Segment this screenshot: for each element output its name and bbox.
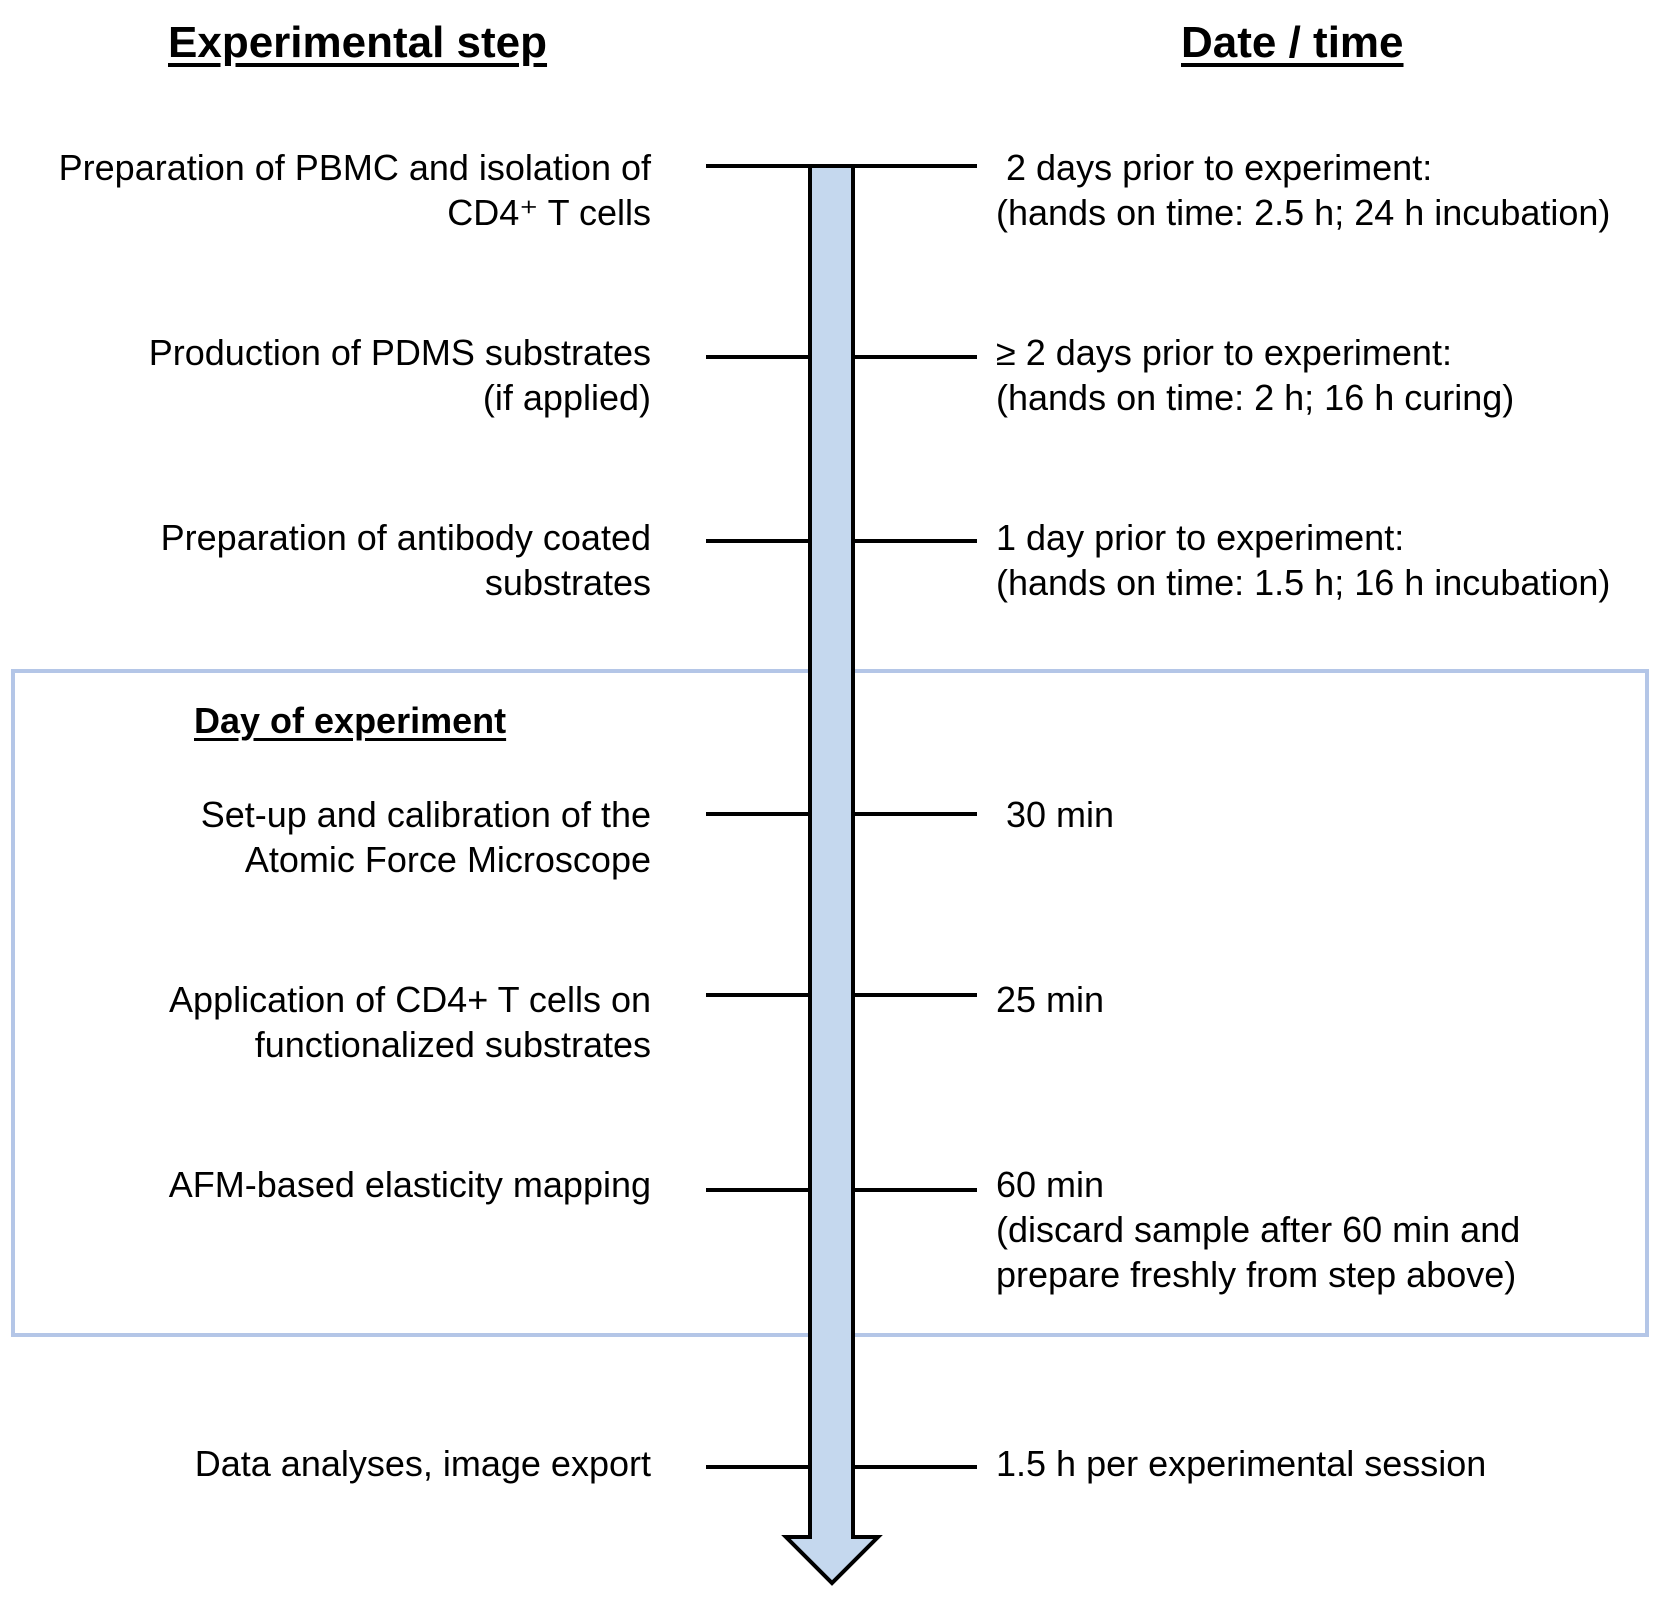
step-label-afm-setup: Set-up and calibration of the Atomic For… [201,792,651,882]
time-line: (hands on time: 1.5 h; 16 h incubation) [996,562,1611,603]
step-line: Atomic Force Microscope [244,839,651,880]
step-label-pbmc: Preparation of PBMC and isolation of CD4… [59,145,651,235]
step-line: AFM-based elasticity mapping [168,1164,651,1205]
step-line: Preparation of antibody coated [160,517,651,558]
time-line: prepare freshly from step above) [996,1254,1517,1295]
step-line: CD4⁺ T cells [447,192,651,233]
step-label-cell-application: Application of CD4+ T cells on functiona… [169,977,651,1067]
time-line: (hands on time: 2.5 h; 24 h incubation) [996,192,1611,233]
step-line: Production of PDMS substrates [148,332,651,373]
step-line: Application of CD4+ T cells on [169,979,651,1020]
time-label-antibody: 1 day prior to experiment: (hands on tim… [996,515,1610,605]
time-line: ≥ 2 days prior to experiment: [996,332,1452,373]
time-line: 30 min [996,794,1115,835]
time-label-data-analysis: 1.5 h per experimental session [996,1441,1486,1486]
time-label-elasticity-mapping: 60 min (discard sample after 60 min and … [996,1162,1520,1297]
timeline-arrow-shape [781,164,883,1586]
day-of-experiment-label: Day of experiment [194,700,507,741]
step-line: substrates [484,562,651,603]
time-line: 2 days prior to experiment: [996,147,1433,188]
step-line: (if applied) [482,377,651,418]
header-date-time: Date / time [1181,18,1404,67]
time-label-cell-application: 25 min [996,977,1104,1022]
step-line: functionalized substrates [254,1024,651,1065]
time-line: (discard sample after 60 min and [996,1209,1521,1250]
time-line: 1.5 h per experimental session [996,1443,1487,1484]
step-line: Set-up and calibration of the [200,794,651,835]
time-line: 25 min [996,979,1105,1020]
time-label-pdms: ≥ 2 days prior to experiment: (hands on … [996,330,1514,420]
header-experimental-step: Experimental step [168,18,548,67]
time-label-afm-setup: 30 min [996,792,1114,837]
time-label-pbmc: 2 days prior to experiment: (hands on ti… [996,145,1610,235]
time-line: 1 day prior to experiment: [996,517,1405,558]
time-line: (hands on time: 2 h; 16 h curing) [996,377,1515,418]
step-line: Data analyses, image export [194,1443,651,1484]
step-label-pdms: Production of PDMS substrates (if applie… [149,330,651,420]
time-line: 60 min [996,1164,1105,1205]
step-label-antibody: Preparation of antibody coated substrate… [161,515,651,605]
tick-lines [706,164,977,1469]
step-line: Preparation of PBMC and isolation of [58,147,651,188]
step-label-elasticity-mapping: AFM-based elasticity mapping [169,1162,651,1207]
step-label-data-analysis: Data analyses, image export [195,1441,651,1486]
